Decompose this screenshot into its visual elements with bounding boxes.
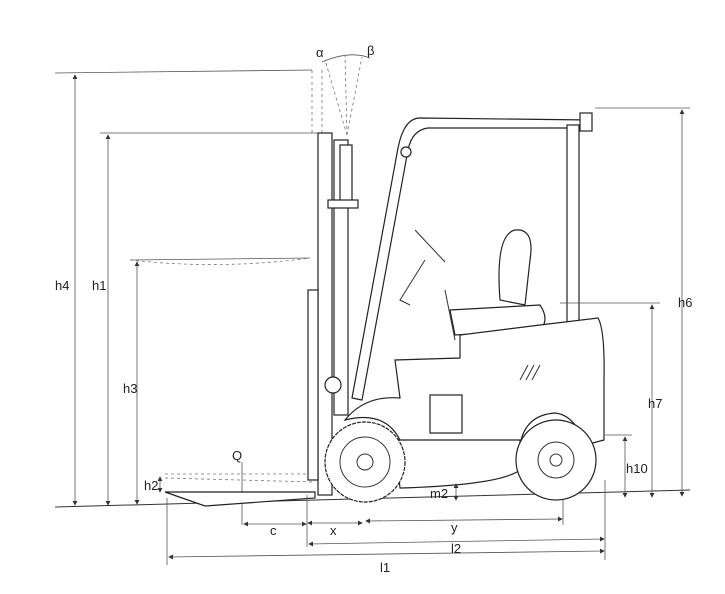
chassis — [343, 317, 605, 489]
label-beta: β — [367, 43, 374, 58]
mast — [307, 132, 359, 496]
label-Q: Q — [232, 448, 242, 463]
label-y: y — [451, 520, 458, 535]
label-h2: h2 — [144, 478, 158, 493]
label-h7: h7 — [648, 396, 662, 411]
label-x: x — [330, 523, 337, 538]
tilt-angle-indicator — [321, 54, 371, 136]
label-m2: m2 — [430, 486, 448, 501]
dimension-h6 — [595, 107, 690, 497]
label-l2: l2 — [451, 541, 461, 556]
label-alpha: α — [316, 45, 324, 60]
front-wheel — [324, 421, 406, 503]
steering-and-seat — [399, 229, 546, 341]
dimension-h7 — [560, 302, 660, 498]
overhead-guard — [351, 112, 593, 401]
label-c: c — [270, 523, 277, 538]
label-h3: h3 — [123, 381, 137, 396]
label-h4: h4 — [55, 278, 69, 293]
label-h10: h10 — [626, 461, 648, 476]
height-reference-lines — [54, 69, 323, 265]
label-h6: h6 — [678, 295, 692, 310]
horizontal-dimensions — [166, 480, 606, 565]
label-h1: h1 — [92, 278, 106, 293]
rear-wheel — [515, 419, 597, 501]
forks — [164, 473, 316, 507]
label-l1: l1 — [380, 560, 390, 575]
dimension-h10 — [604, 434, 632, 498]
